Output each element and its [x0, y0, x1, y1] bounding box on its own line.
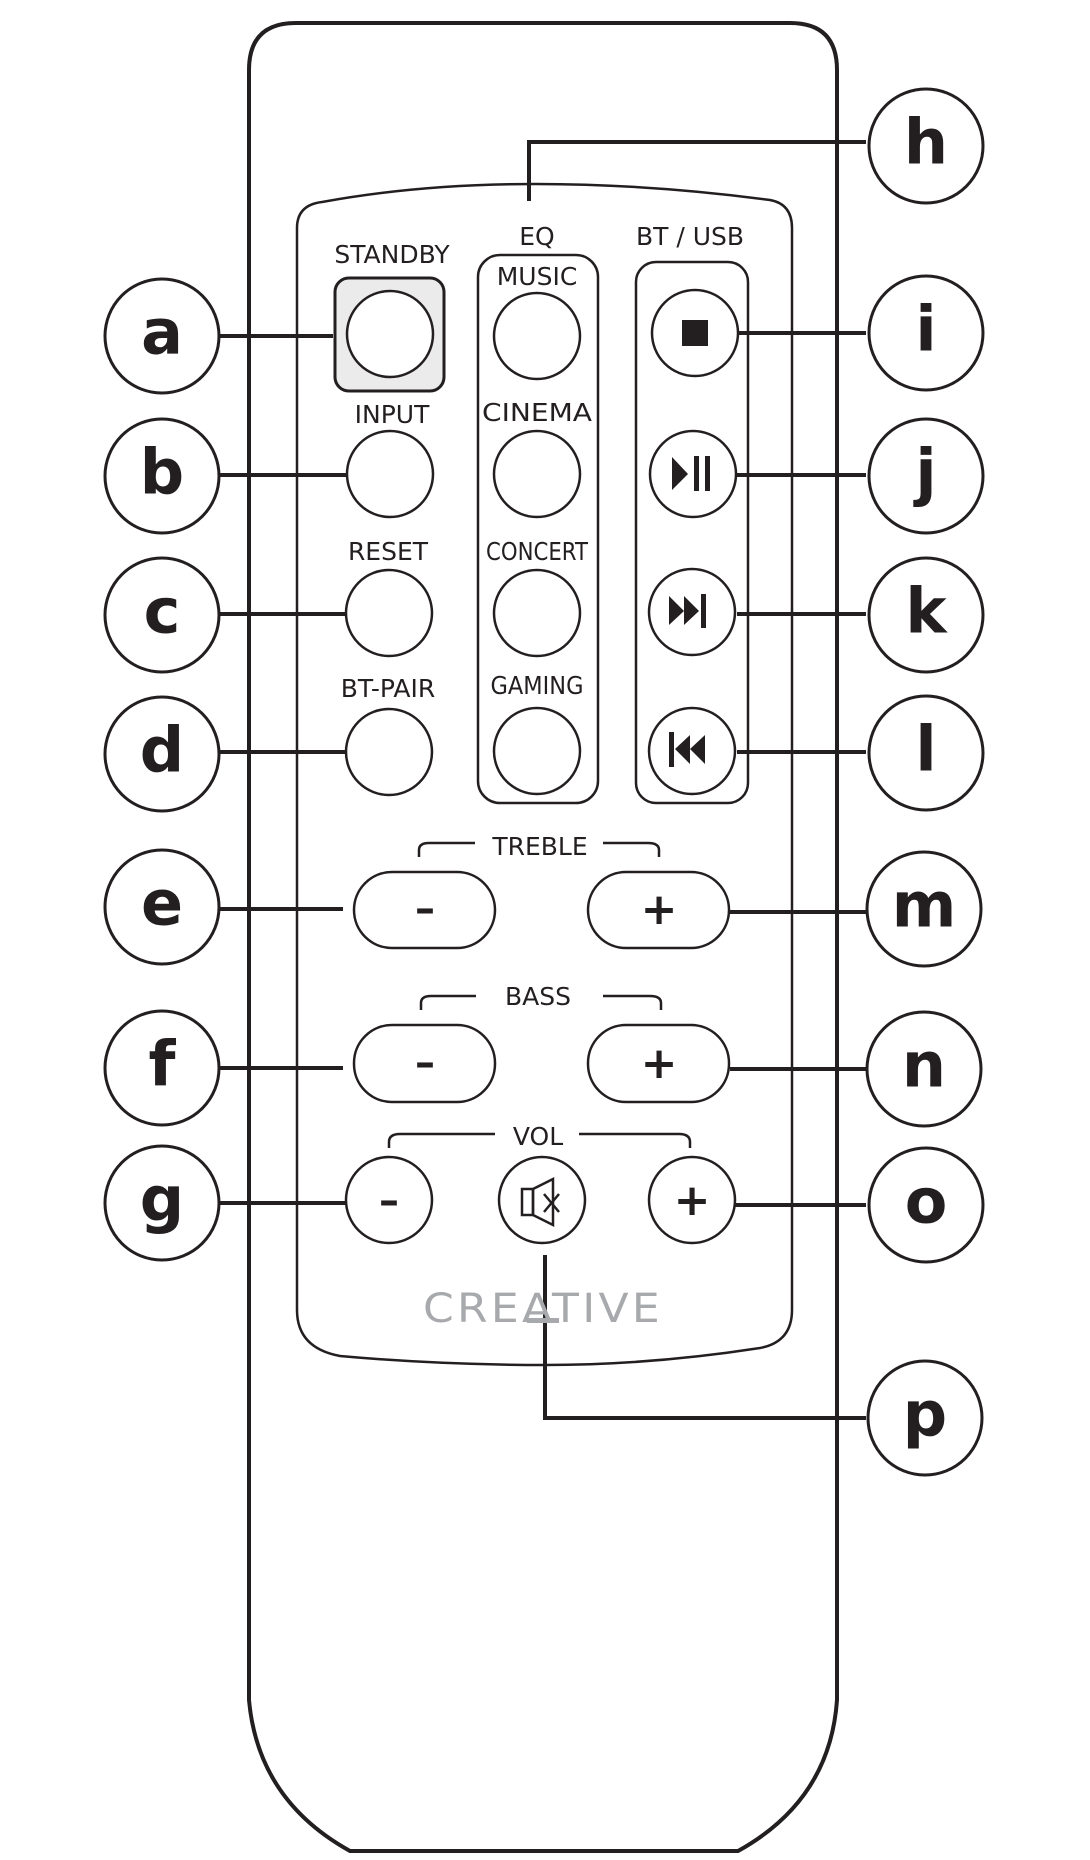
callout-m: m: [865, 850, 983, 968]
treble-group-label: TREBLE: [491, 832, 587, 861]
previous-track-icon: [669, 732, 705, 767]
bass-up-button[interactable]: +: [586, 1023, 731, 1104]
callout-letter: n: [902, 1029, 946, 1102]
callout-letter: o: [905, 1165, 948, 1238]
callout-letter: a: [141, 296, 183, 369]
eq-cinema-button[interactable]: [492, 429, 582, 519]
callout-l: l: [867, 694, 985, 812]
callout-k: k: [867, 556, 985, 674]
callout-letter: k: [905, 575, 948, 648]
treble-down-button[interactable]: –: [352, 870, 497, 950]
callout-letter: b: [140, 436, 184, 509]
callout-letter: c: [144, 575, 181, 648]
callout-letter: h: [904, 106, 948, 179]
plus-icon: +: [674, 1175, 711, 1226]
reset-button[interactable]: [344, 568, 434, 658]
remote-body: [247, 21, 839, 1853]
next-track-icon: [669, 594, 706, 628]
vol-up-button[interactable]: +: [647, 1155, 737, 1245]
eq-group-label: EQ: [519, 222, 554, 251]
callout-c: c: [103, 556, 221, 674]
bass-group-label: BASS: [505, 982, 571, 1011]
callout-letter: e: [141, 867, 183, 940]
vol-group-label: VOL: [513, 1122, 563, 1151]
treble-bracket-right: [603, 841, 661, 857]
callout-h: h: [867, 87, 985, 205]
minus-icon: –: [379, 1178, 399, 1224]
callout-e: e: [103, 848, 221, 966]
play-pause-icon: [672, 456, 710, 491]
callout-letter: g: [140, 1163, 184, 1236]
eq-group-frame: [476, 253, 600, 805]
callout-i: i: [867, 274, 985, 392]
callout-letter: j: [912, 436, 936, 509]
eq-gaming-label: GAMING: [491, 671, 584, 700]
vol-bracket-left: [387, 1132, 495, 1148]
minus-icon: –: [415, 886, 435, 932]
callout-g: g: [103, 1144, 221, 1262]
play-pause-button[interactable]: [648, 429, 738, 519]
eq-music-button[interactable]: [492, 291, 582, 381]
input-button[interactable]: [345, 429, 435, 519]
plus-icon: +: [641, 1038, 678, 1089]
callout-letter: d: [140, 714, 184, 787]
callout-b: b: [103, 417, 221, 535]
stop-button[interactable]: [650, 288, 740, 378]
leader-lines-left: [220, 334, 347, 1205]
standby-label: STANDBY: [334, 240, 450, 269]
callout-letter: i: [915, 293, 936, 366]
leader-lines-right: [527, 140, 866, 1420]
callout-d: d: [103, 695, 221, 813]
previous-track-button[interactable]: [647, 706, 737, 796]
stop-icon: [682, 320, 708, 346]
callout-o: o: [867, 1146, 985, 1264]
eq-concert-label: CONCERT: [486, 537, 589, 566]
bass-down-button[interactable]: –: [352, 1023, 497, 1104]
callout-letter: l: [915, 713, 936, 786]
bt-usb-group-frame: [634, 260, 750, 805]
callout-p: p: [866, 1359, 984, 1477]
eq-music-label: MUSIC: [497, 262, 578, 291]
callout-a: a: [103, 277, 221, 395]
plus-icon: +: [641, 884, 678, 935]
callout-n: n: [865, 1010, 983, 1128]
bass-bracket-left: [419, 994, 476, 1010]
control-panel: [295, 182, 794, 1367]
input-label: INPUT: [355, 400, 430, 429]
treble-bracket-left: [417, 841, 475, 857]
callout-j: j: [867, 417, 985, 535]
eq-concert-button[interactable]: [492, 568, 582, 658]
vol-down-button[interactable]: –: [344, 1155, 434, 1245]
callout-letter: p: [903, 1378, 947, 1451]
bt-usb-group-label: BT / USB: [636, 222, 744, 251]
vol-bracket-right: [579, 1132, 692, 1148]
mute-button[interactable]: [497, 1155, 587, 1245]
treble-up-button[interactable]: +: [586, 870, 731, 950]
callout-f: f: [103, 1009, 221, 1127]
callout-letter: m: [892, 869, 957, 942]
creative-logo: CREATIVE: [423, 1286, 663, 1332]
bt-pair-button[interactable]: [344, 707, 434, 797]
logo-underline: [527, 1318, 559, 1323]
mute-speaker-icon: [520, 1176, 560, 1228]
callout-letter: f: [149, 1028, 177, 1101]
eq-cinema-label: CINEMA: [482, 398, 592, 427]
next-track-button[interactable]: [647, 567, 737, 657]
reset-label: RESET: [348, 537, 429, 566]
standby-button[interactable]: [333, 276, 446, 393]
eq-gaming-button[interactable]: [492, 706, 582, 796]
bt-pair-label: BT-PAIR: [341, 674, 435, 703]
minus-icon: –: [415, 1040, 435, 1086]
bass-bracket-right: [603, 994, 663, 1010]
